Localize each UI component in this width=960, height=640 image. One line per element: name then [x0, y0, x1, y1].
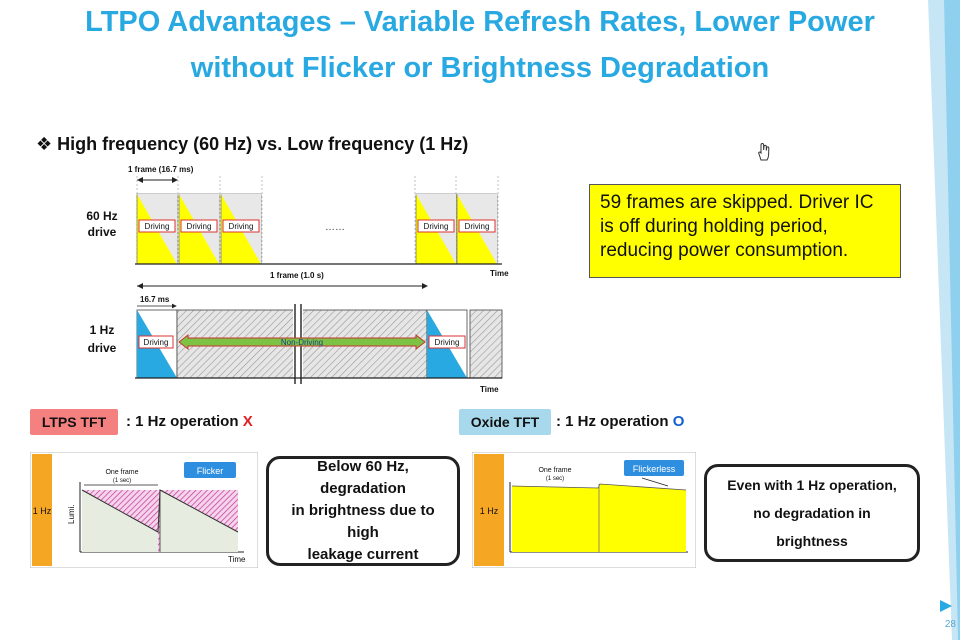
driving-label-60hz: Driving [424, 222, 449, 231]
label-1hz-line2: drive [88, 341, 117, 355]
oxide-side-label: 1 Hz [480, 506, 499, 516]
short-frame-label-1hz: 16.7 ms [140, 295, 170, 304]
driving-arrow-1hz-first: Driving [138, 335, 174, 349]
time-label-1hz: Time [480, 385, 499, 394]
label-1hz-line1: 1 Hz [90, 323, 115, 337]
driving-frames-60hz: Driving Driving Driving Driving Driving [136, 193, 498, 265]
driving-arrow-1hz-second: Driving [428, 335, 466, 349]
skipped-frames-note: 59 frames are skipped. Driver IC is off … [589, 184, 901, 278]
ltps-callout-line2: in brightness due to high [291, 502, 435, 541]
frame-label-60hz: 1 frame (16.7 ms) [128, 165, 194, 174]
ltps-callout-line1: Below 60 Hz, degradation [317, 458, 409, 497]
driving-label-60hz: Driving [465, 222, 490, 231]
ltps-side-label: 1 Hz [33, 506, 52, 516]
driving-frame-60hz: Driving [220, 193, 262, 265]
ellipsis-60hz: …… [325, 222, 345, 233]
time-label-60hz: Time [490, 269, 509, 278]
ltps-side-bar [32, 454, 52, 566]
oxide-operation-text: : 1 Hz operation [556, 413, 673, 430]
flickerless-badge [624, 460, 684, 476]
ltps-callout: Below 60 Hz, degradation in brightness d… [266, 456, 460, 566]
oxide-callout-line2: no degradation in brightness [753, 505, 871, 549]
oxide-operation: : 1 Hz operation O [556, 413, 684, 430]
ltps-luminance-curve [81, 489, 239, 533]
oxide-frame-line1: One frame [538, 467, 571, 474]
timing-diagram-1hz: 1 Hz drive 1 frame (1.0 s) 16.7 ms Drivi… [88, 271, 503, 394]
ltps-brightness-panel: 1 Hz Lumi. Time One frame (1 sec) Flicke… [30, 452, 258, 568]
oxide-side-bar [474, 454, 504, 566]
driving-frame-60hz: Driving [178, 193, 220, 265]
flicker-badge [184, 462, 236, 478]
driving-label-60hz: Driving [187, 222, 212, 231]
oxide-callout: Even with 1 Hz operation, no degradation… [704, 464, 920, 562]
slide-title-line-1: LTPO Advantages – Variable Refresh Rates… [85, 6, 875, 38]
ltps-frame-line2: (1 sec) [113, 478, 131, 484]
oxide-brightness-panel: 1 Hz One frame (1 sec) Flickerless [472, 452, 696, 568]
svg-text:Driving: Driving [144, 338, 169, 347]
label-60hz-line1: 60 Hz [86, 209, 117, 223]
driving-label-60hz: Driving [229, 222, 254, 231]
ltps-callout-line3: leakage current [307, 546, 419, 563]
ltps-tft-tag: LTPS TFT [30, 409, 118, 435]
driving-frame-60hz: Driving [415, 193, 457, 265]
ltps-x-mark: X [242, 413, 253, 430]
ltps-operation-text: : 1 Hz operation [126, 413, 243, 430]
ltps-x-label: Time [228, 555, 246, 564]
driving-frame-60hz: Driving [136, 193, 178, 265]
driving-label-60hz: Driving [145, 222, 170, 231]
oxide-tft-tag: Oxide TFT [459, 409, 551, 435]
page-number: 28 [944, 619, 956, 630]
non-driving-arrow: Non-Driving [178, 333, 426, 351]
driving-frame-60hz: Driving [456, 193, 498, 265]
oxide-callout-line1: Even with 1 Hz operation, [727, 477, 897, 493]
svg-text:Non-Driving: Non-Driving [281, 338, 323, 347]
decorative-ribbon [928, 0, 960, 640]
slide-title-line-2: without Flicker or Brightness Degradatio… [190, 52, 770, 84]
svg-text:Driving: Driving [435, 338, 460, 347]
label-60hz-line2: drive [88, 225, 117, 239]
section-subheading: ❖ High frequency (60 Hz) vs. Low frequen… [36, 134, 469, 154]
ltps-y-label: Lumi. [67, 504, 76, 524]
oxide-frame-line2: (1 sec) [546, 476, 564, 482]
hand-cursor-icon [758, 142, 770, 161]
flicker-badge-text: Flicker [197, 466, 224, 476]
frame-label-1hz: 1 frame (1.0 s) [270, 271, 324, 280]
flickerless-badge-text: Flickerless [633, 464, 676, 474]
oxide-o-mark: O [672, 413, 685, 430]
ltps-frame-line1: One frame [105, 469, 138, 476]
ltps-operation: : 1 Hz operation X [126, 413, 253, 430]
